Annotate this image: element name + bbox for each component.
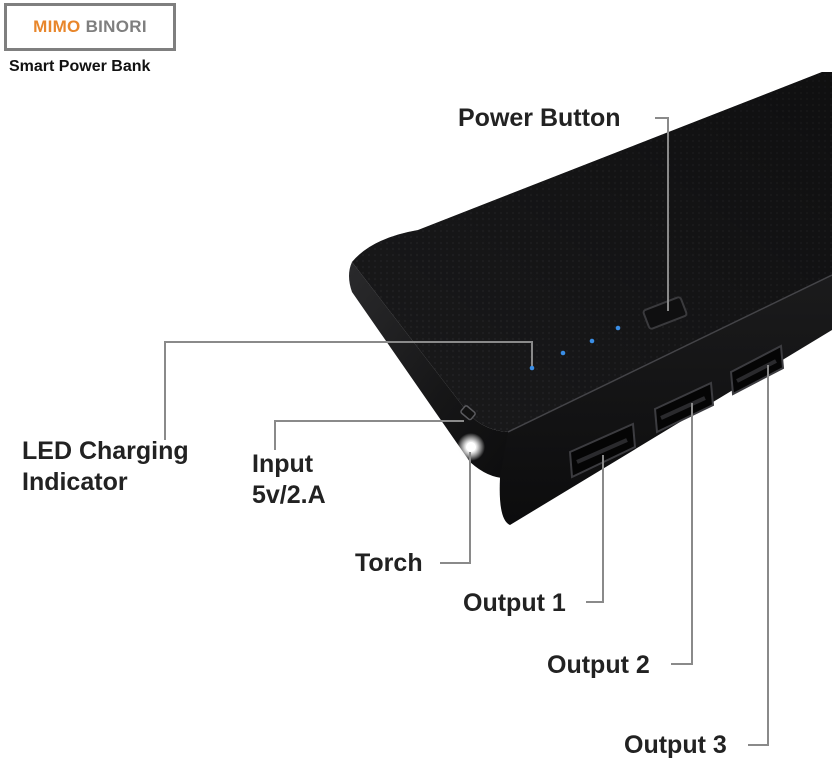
label-input: Input 5v/2.A bbox=[252, 449, 326, 512]
leader-line-led bbox=[164, 341, 533, 440]
leader-line-torch bbox=[440, 452, 471, 564]
label-led-charging-indicator: LED Charging Indicator bbox=[22, 436, 189, 499]
usb-port-output-1-icon bbox=[568, 422, 637, 479]
leader-line-output-3 bbox=[748, 365, 769, 746]
logo-text-mimo: MIMO bbox=[33, 17, 81, 36]
label-power-button: Power Button bbox=[458, 104, 621, 132]
input-port-icon bbox=[460, 405, 476, 421]
leader-line-input bbox=[274, 420, 464, 450]
label-input-line-2: 5v/2.A bbox=[252, 481, 326, 510]
label-led-line-1: LED Charging bbox=[22, 437, 189, 465]
label-output-1: Output 1 bbox=[463, 589, 566, 617]
device-end-face bbox=[349, 262, 510, 479]
logo-text-binori: BINORI bbox=[85, 17, 147, 36]
leader-line-output-1 bbox=[586, 455, 604, 603]
leader-line-power-button bbox=[655, 117, 669, 311]
label-output-3: Output 3 bbox=[624, 731, 727, 759]
label-output-2: Output 2 bbox=[547, 651, 650, 679]
usb-port-output-3-icon bbox=[729, 344, 785, 396]
usb-port-output-2-icon bbox=[653, 381, 715, 434]
label-input-line-1: Input bbox=[252, 450, 314, 478]
product-subtitle: Smart Power Bank bbox=[9, 58, 151, 75]
brand-logo: MIMO BINORI bbox=[4, 3, 176, 51]
leader-line-output-2 bbox=[671, 403, 693, 665]
label-led-line-2: Indicator bbox=[22, 468, 128, 497]
power-button-icon bbox=[642, 296, 688, 330]
led-indicator-dots bbox=[529, 325, 621, 371]
label-torch: Torch bbox=[355, 549, 423, 577]
